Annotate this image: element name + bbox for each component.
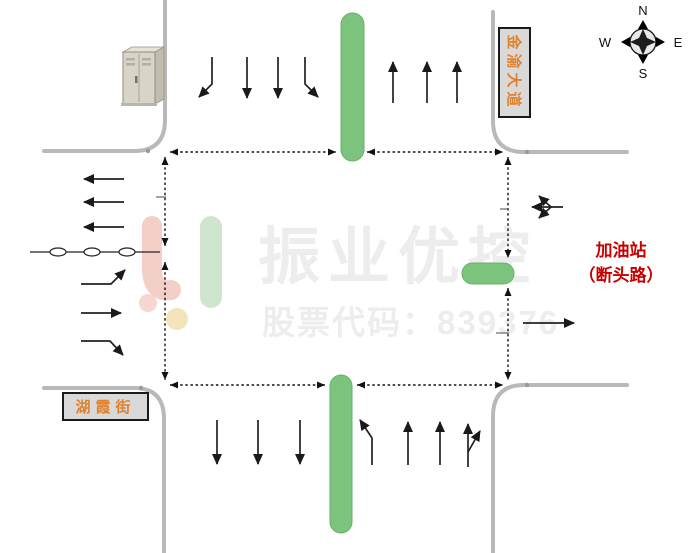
compass-south-label: S (638, 66, 648, 81)
lane-arrows (81, 57, 575, 467)
gas-station-annotation-line2: （断头路） (578, 266, 664, 285)
north-approach-arrows (198, 57, 319, 99)
median-south (329, 374, 353, 534)
north-road-sign: 金渝大道 (498, 27, 531, 118)
curb-northwest (42, 0, 167, 153)
south-exit-arrows (212, 420, 305, 465)
curb-dots (138, 148, 530, 391)
compass-north-label: N (638, 3, 648, 18)
curb-northeast (491, 10, 629, 154)
compass-west-label: W (598, 35, 612, 50)
compass-icon (621, 20, 665, 64)
gas-station-annotation: 加油站 （断头路） (575, 238, 667, 288)
measurement-dashed-lines (161, 148, 512, 389)
west-exit-arrows (83, 174, 124, 232)
median-east (461, 262, 515, 285)
curb-southeast (491, 383, 629, 553)
signal-cabinet-icon (121, 46, 166, 106)
west-approach-arrows (81, 269, 126, 356)
east-approach-trident-arrow (531, 195, 563, 219)
west-road-sign: 湖霞街 (62, 392, 149, 421)
road-curbs (42, 0, 629, 553)
compass-east-label: E (673, 35, 683, 50)
median-north (340, 12, 365, 162)
detector-line (30, 247, 160, 257)
median-islands (329, 12, 515, 534)
gas-station-annotation-line1: 加油站 (595, 241, 647, 260)
south-approach-arrows (359, 419, 481, 467)
curb-southwest (42, 386, 166, 553)
watermark-logo (139, 216, 222, 330)
measurement-ticks (156, 196, 509, 334)
north-exit-arrows (388, 61, 462, 103)
